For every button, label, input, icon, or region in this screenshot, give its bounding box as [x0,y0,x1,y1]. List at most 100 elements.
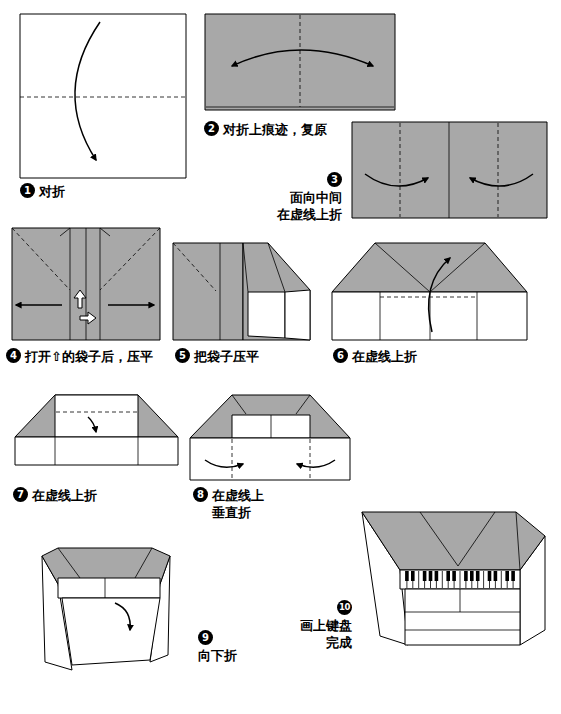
black-key [423,571,427,581]
step4-figure [100,228,101,340]
step-number: 7 [13,487,28,502]
step4-figure [74,290,86,308]
step9-figure [115,603,130,630]
step8-figure [190,395,350,438]
step4-figure [100,228,110,236]
step9-figure [58,548,80,578]
step-label: 1对折 [20,183,65,200]
step3-figure [449,122,450,218]
step3-figure [365,174,428,186]
black-key [511,571,515,581]
step-label: 9 向下折 [198,630,237,664]
step-number: 4 [6,348,21,363]
step10-piano [460,589,461,612]
black-key [505,571,509,581]
step-number: 10 [337,600,352,615]
step2-figure [205,14,395,110]
black-key [476,571,480,581]
keyboard-keys [405,571,515,588]
white-key-line [483,571,484,588]
step5-figure [285,290,310,340]
step6-figure [429,258,450,332]
step3-figure [498,123,499,217]
step-number: 6 [333,348,348,363]
step2-figure [300,15,301,107]
step-label: 8在虚线上 垂直折 [193,487,268,521]
step10-piano [405,612,520,613]
step8-figure [190,438,350,480]
step8-figure [232,395,246,414]
step4-figure [86,228,87,340]
step1-figure [20,14,186,178]
step3-figure [352,122,547,218]
step8-figure [232,439,233,479]
step7-figure [15,395,178,437]
step4-figure [12,228,70,290]
white-key-line [418,571,419,588]
black-key [470,571,474,581]
black-key [464,571,468,581]
step10-piano [405,589,520,645]
black-key [446,571,450,581]
black-key [405,571,409,581]
step1-figure [75,22,100,160]
step-number: 3 [327,172,342,187]
step-label: 6 在虚线上折 [333,348,417,365]
step8-figure [232,415,310,438]
step7-figure [56,412,137,413]
step7-figure [15,437,178,465]
step5-figure [248,292,285,338]
step-caption: 对折上痕迹，复原 [223,121,327,138]
step6-figure [477,292,478,340]
step8-figure [205,460,243,467]
step5-figure [243,243,310,340]
step10-piano [362,512,545,645]
step4-figure [80,312,96,324]
step2-figure [205,14,395,110]
black-key [429,571,433,581]
step4-figure [12,228,160,340]
step4-figure [60,228,70,236]
step8-figure [296,395,310,414]
step7-figure [55,395,138,437]
step4-figure [16,304,62,306]
step-caption: 把袋子压平 [194,348,259,365]
step9-figure [135,548,152,578]
step3-figure [352,122,547,218]
black-key [494,571,498,581]
step-label: 2对折上痕迹，复原 [204,121,327,138]
step5-figure [268,243,285,292]
step-number: 1 [20,183,35,198]
step-label: 4 打开⇧的袋子后，压平 [6,348,153,365]
step9-figure [105,578,106,598]
step5-figure [173,243,216,291]
step3-figure [470,174,533,186]
step-label: 10画上键盘 完成 [296,600,352,651]
step9-figure [58,578,160,598]
step8-figure [310,439,311,479]
step1-figure [20,97,186,98]
step10-piano [516,512,520,570]
step-caption: 打开⇧的袋子后，压平 [25,348,153,365]
black-key [488,571,492,581]
step5-figure [243,243,248,292]
step7-figure [138,437,139,465]
step10-piano [400,570,520,589]
white-key-line [442,571,443,588]
black-key [452,571,456,581]
step-caption: 面向中间 在虚线上折 [273,189,342,223]
step-caption: 在虚线上折 [32,487,97,504]
step7-figure [15,395,178,465]
step-caption: 在虚线上折 [352,348,417,365]
step7-figure [55,437,56,465]
white-key-line [501,571,502,588]
step-number: 9 [198,630,213,645]
step-caption: 向下折 [198,647,237,664]
step-label: 5把袋子压平 [175,348,259,365]
step5-figure [173,243,310,340]
step2-figure [232,50,373,66]
step8-figure [297,460,335,467]
step4-figure [70,228,71,340]
black-key [411,571,415,581]
step10-piano [362,512,545,570]
